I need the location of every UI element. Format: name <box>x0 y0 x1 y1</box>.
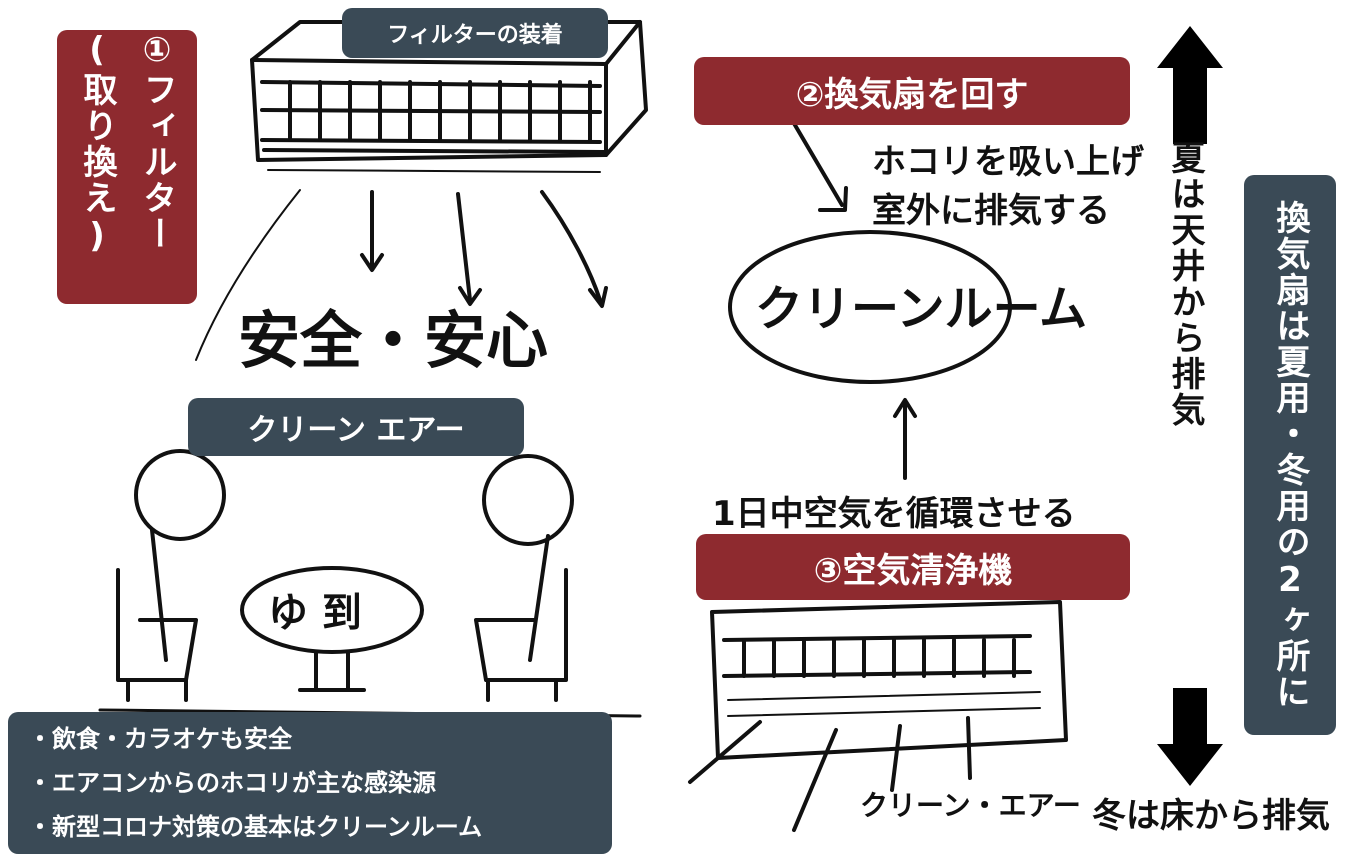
bullet-box: ・飲食・カラオケも安全 ・エアコンからのホコリが主な感染源 ・新型コロナ対策の基… <box>8 712 612 854</box>
dust-note-line1: ホコリを吸い上げ <box>872 142 1144 182</box>
fan-label: ②換気扇を回す <box>694 57 1130 125</box>
clean-air-label: クリーン エアー <box>188 398 524 456</box>
svg-text:ゆ 到: ゆ 到 <box>268 590 362 636</box>
arrow-down-icon <box>1157 688 1223 786</box>
winter-exhaust-text: 冬は床から排気 <box>1092 796 1330 836</box>
arrow-up-icon <box>1157 26 1223 144</box>
bullet-item: ・新型コロナ対策の基本はクリーンルーム <box>28 813 483 841</box>
air-conditioner-top-drawing <box>195 20 648 361</box>
purifier-label: ③空気清浄機 <box>696 534 1130 600</box>
handwritten-safety: 安全・安心 <box>238 304 548 377</box>
dust-note-line2: 室外に排気する <box>872 191 1110 231</box>
fan-usage-label: 換気扇は夏用・冬用の2ヶ所に <box>1244 175 1336 735</box>
handwritten-clean-room: クリーンルーム <box>755 281 1087 337</box>
handwritten-clean-air-small: クリーン・エアー <box>860 789 1081 822</box>
filter-replace-label: ①フィルター(取り換え) <box>57 30 197 304</box>
bullet-item: ・エアコンからのホコリが主な感染源 <box>28 769 436 797</box>
bullet-list: ・飲食・カラオケも安全 ・エアコンからのホコリが主な感染源 ・新型コロナ対策の基… <box>28 717 482 849</box>
filter-install-label: フィルターの装着 <box>342 8 608 58</box>
bullet-item: ・飲食・カラオケも安全 <box>28 725 292 753</box>
table-chairs-drawing <box>98 449 642 718</box>
air-purifier-drawing <box>688 600 1068 832</box>
summer-exhaust-text: 夏は天井から排気 <box>1165 140 1205 428</box>
circulate-note: 1日中空気を循環させる <box>712 494 1076 534</box>
